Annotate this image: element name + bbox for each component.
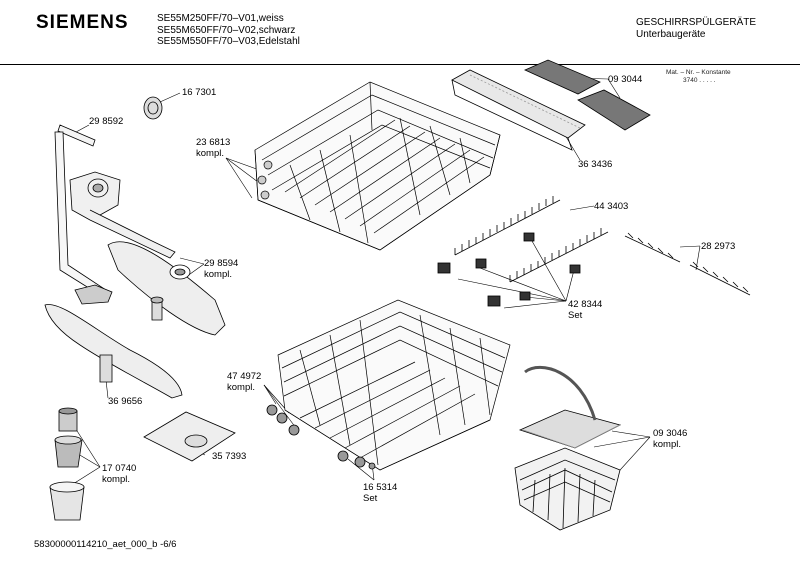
category-block: GESCHIRRSPÜLGERÄTE Unterbaugeräte	[636, 17, 756, 40]
rack-strip-part-44-3403	[437, 196, 609, 307]
sieve-plate-part-35-7393	[143, 411, 236, 462]
filter-set-part-17-0740	[49, 407, 85, 521]
part-label-44-3403: 44 3403	[594, 201, 629, 212]
part-label-29-8592: 29 8592	[89, 116, 124, 127]
model-list: SE55M250FF/70–V01,weiss SE55M650FF/70–V0…	[157, 13, 300, 48]
leader-lines	[71, 77, 701, 485]
part-label-36-9656: 36 9656	[108, 396, 143, 407]
wheels	[266, 404, 376, 470]
constants-value: 3740 . . . . .	[683, 77, 716, 84]
category-title: GESCHIRRSPÜLGERÄTE	[636, 17, 757, 28]
model-line: SE55M550FF/70–V03,Edelstahl	[157, 36, 300, 47]
part-label-16-7301: 16 7301	[182, 87, 217, 98]
part-label-36-3436: 36 3436	[578, 159, 613, 170]
constants-label: Mat. – Nr. – Konstante	[666, 69, 731, 76]
part-label-35-7393: 35 7393	[212, 451, 247, 462]
spray-arm-part-29-8594	[107, 241, 226, 336]
cutlery-rack-part-09-3044	[451, 59, 651, 151]
document-footer: 58300000114210_aet_000_b -6/6	[34, 539, 177, 550]
brand-logo: SIEMENS	[36, 12, 129, 33]
filter-part-16-7301	[143, 96, 163, 120]
part-label-09-3044: 09 3044	[608, 74, 643, 85]
spray-arm-part-36-9656	[44, 304, 183, 399]
model-line: SE55M250FF/70–V01,weiss	[157, 13, 284, 24]
header-divider	[0, 64, 800, 65]
lower-basket-part-47-4972	[277, 299, 511, 471]
spray-pipe-part-29-8592	[54, 124, 176, 305]
upper-basket-part-23-6813	[254, 81, 501, 251]
cutlery-basket-part-09-3046	[514, 365, 622, 531]
clip-strip-part-28-2973	[624, 232, 751, 296]
subcategory-title: Unterbaugeräte	[636, 28, 706, 40]
model-line: SE55M650FF/70–V02,schwarz	[157, 24, 296, 36]
part-label-28-2973: 28 2973	[701, 241, 736, 252]
